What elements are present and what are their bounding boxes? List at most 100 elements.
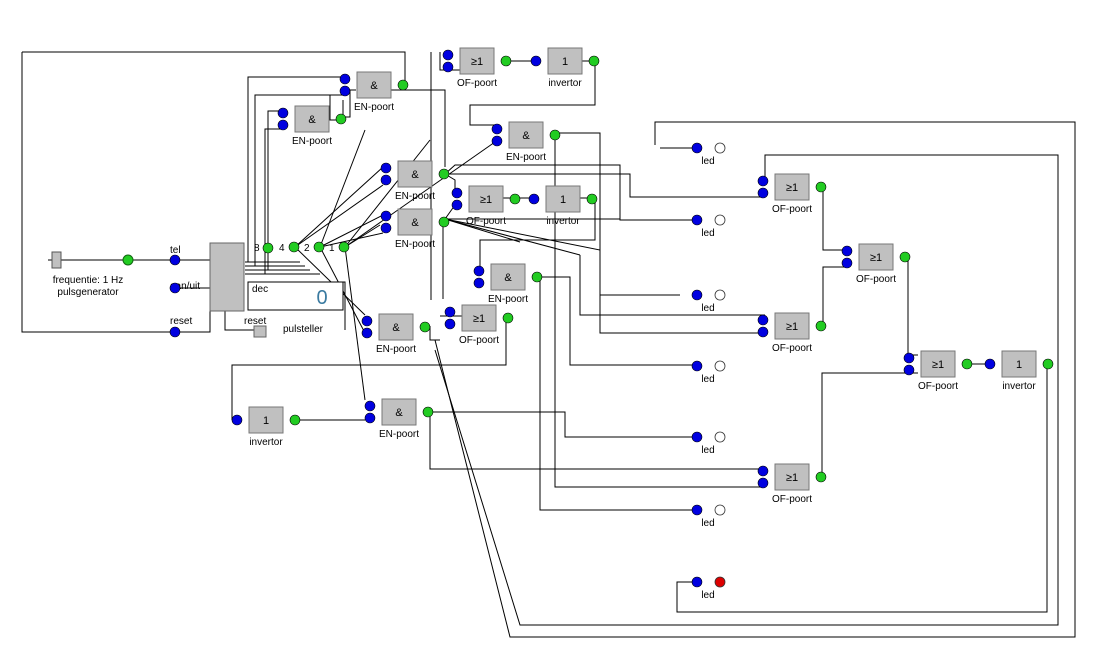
led-5[interactable]: led [691,504,726,529]
and-gate-0[interactable]: &EN-poort [339,71,409,113]
output-pin[interactable] [899,251,911,263]
pulse-generator[interactable]: frequentie: 1 Hz pulsgenerator [51,251,134,298]
input-pin[interactable] [491,123,503,135]
input-pin[interactable] [691,360,703,372]
output-pin[interactable] [289,414,301,426]
output-pin[interactable] [586,193,598,205]
led-1[interactable]: led [691,214,726,239]
or-gate-15[interactable]: ≥1OF-poort [757,463,827,505]
input-pin[interactable] [757,465,769,477]
input-pin[interactable] [691,504,703,516]
input-pin[interactable] [231,414,243,426]
or-gate-9[interactable]: ≥1OF-poort [451,185,521,227]
pin[interactable] [338,241,350,253]
or-gate-8[interactable]: ≥1OF-poort [442,47,512,89]
input-pin[interactable] [277,119,289,131]
led-6[interactable]: led [691,576,726,601]
input-pin[interactable] [451,199,463,211]
and-gate-7[interactable]: &EN-poort [364,398,434,440]
pin[interactable] [262,242,274,254]
input-pin[interactable] [339,73,351,85]
input-pin[interactable] [530,55,542,67]
input-pin[interactable] [473,277,485,289]
input-pin[interactable] [691,431,703,443]
led-2[interactable]: led [691,289,726,314]
led-3[interactable]: led [691,360,726,385]
input-pin[interactable] [364,412,376,424]
and-gate-6[interactable]: &EN-poort [361,313,431,355]
input-pin[interactable] [841,245,853,257]
output-pin[interactable] [509,193,521,205]
input-pin[interactable] [339,85,351,97]
led-4[interactable]: led [691,431,726,456]
input-pin[interactable] [757,314,769,326]
output-pin[interactable] [815,181,827,193]
or-gate-10[interactable]: ≥1OF-poort [444,304,514,346]
input-pin[interactable] [442,49,454,61]
pin[interactable] [288,241,300,253]
output-pin[interactable] [419,321,431,333]
output-pin[interactable] [815,320,827,332]
pulse-counter[interactable]: dec 0 pulsteller tel aan/uit reset reset… [170,242,344,338]
input-pin[interactable] [380,162,392,174]
reset-button[interactable] [253,325,267,338]
input-pin[interactable] [380,174,392,186]
input-pin[interactable] [757,477,769,489]
output-pin[interactable] [588,55,600,67]
output-pin[interactable] [335,113,347,125]
and-gate-1[interactable]: &EN-poort [277,105,347,147]
input-pin[interactable] [984,358,996,370]
input-pin[interactable] [444,306,456,318]
and-gate-3[interactable]: &EN-poort [380,160,450,202]
input-pin[interactable] [442,61,454,73]
and-gate-5[interactable]: &EN-poort [473,263,543,305]
led-0[interactable]: led [691,142,726,167]
or-gate-12[interactable]: ≥1OF-poort [841,243,911,285]
input-pin[interactable] [364,400,376,412]
output-pin[interactable] [549,129,561,141]
and-gate-2[interactable]: &EN-poort [491,121,561,163]
input-pin[interactable] [277,107,289,119]
or-gate-11[interactable]: ≥1OF-poort [757,173,827,215]
pin[interactable] [169,326,181,338]
output-pin[interactable] [502,312,514,324]
input-pin[interactable] [528,193,540,205]
input-pin[interactable] [903,364,915,376]
output-pin[interactable] [961,358,973,370]
input-pin[interactable] [903,352,915,364]
input-pin[interactable] [757,187,769,199]
input-pin[interactable] [361,315,373,327]
output-pin[interactable] [500,55,512,67]
input-pin[interactable] [691,214,703,226]
input-pin[interactable] [451,187,463,199]
or-gate-13[interactable]: ≥1OF-poort [757,312,827,354]
input-pin[interactable] [757,175,769,187]
or-gate-14[interactable]: ≥1OF-poort [903,350,973,392]
output-pin[interactable] [397,79,409,91]
output-pin[interactable] [531,271,543,283]
and-gate-4[interactable]: &EN-poort [380,208,450,250]
input-pin[interactable] [691,142,703,154]
output-pin[interactable] [438,216,450,228]
input-pin[interactable] [361,327,373,339]
input-pin[interactable] [491,135,503,147]
input-pin[interactable] [757,326,769,338]
input-pin[interactable] [380,210,392,222]
pin[interactable] [169,254,181,266]
output-pin[interactable] [438,168,450,180]
input-pin[interactable] [444,318,456,330]
pin[interactable] [169,282,181,294]
input-pin[interactable] [691,576,703,588]
output-pin[interactable] [422,406,434,418]
output-pin[interactable] [1042,358,1054,370]
input-pin[interactable] [691,289,703,301]
input-pin[interactable] [380,222,392,234]
input-pin[interactable] [841,257,853,269]
input-pin[interactable] [473,265,485,277]
pin[interactable] [313,241,325,253]
output-pin[interactable] [815,471,827,483]
